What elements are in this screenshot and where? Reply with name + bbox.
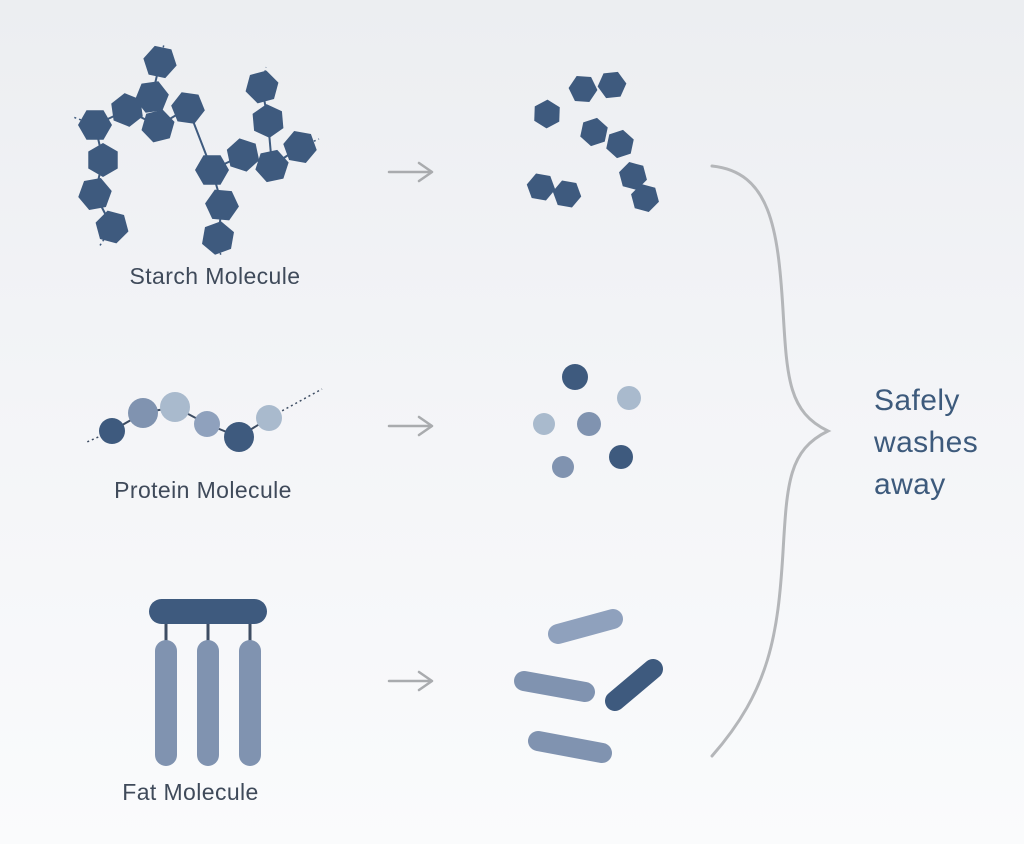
fat-arrow-icon	[387, 670, 434, 692]
protein-arrow-icon	[387, 415, 434, 437]
fat-molecule-label: Fat Molecule	[122, 779, 259, 805]
fat-fragments-icon	[514, 609, 663, 763]
starch-arrow-icon	[387, 161, 434, 183]
starch-molecule-label: Starch Molecule	[129, 263, 301, 289]
safely-washes-away-text: Safely washes away	[874, 384, 979, 501]
fat-molecule-icon	[149, 599, 267, 766]
protein-molecule-label: Protein Molecule	[114, 477, 292, 503]
curly-brace-icon	[710, 164, 832, 758]
starch-fragments-icon	[524, 71, 661, 216]
protein-molecule-icon	[86, 388, 323, 452]
starch-molecule-icon	[72, 43, 320, 258]
protein-fragments-icon	[533, 364, 641, 478]
